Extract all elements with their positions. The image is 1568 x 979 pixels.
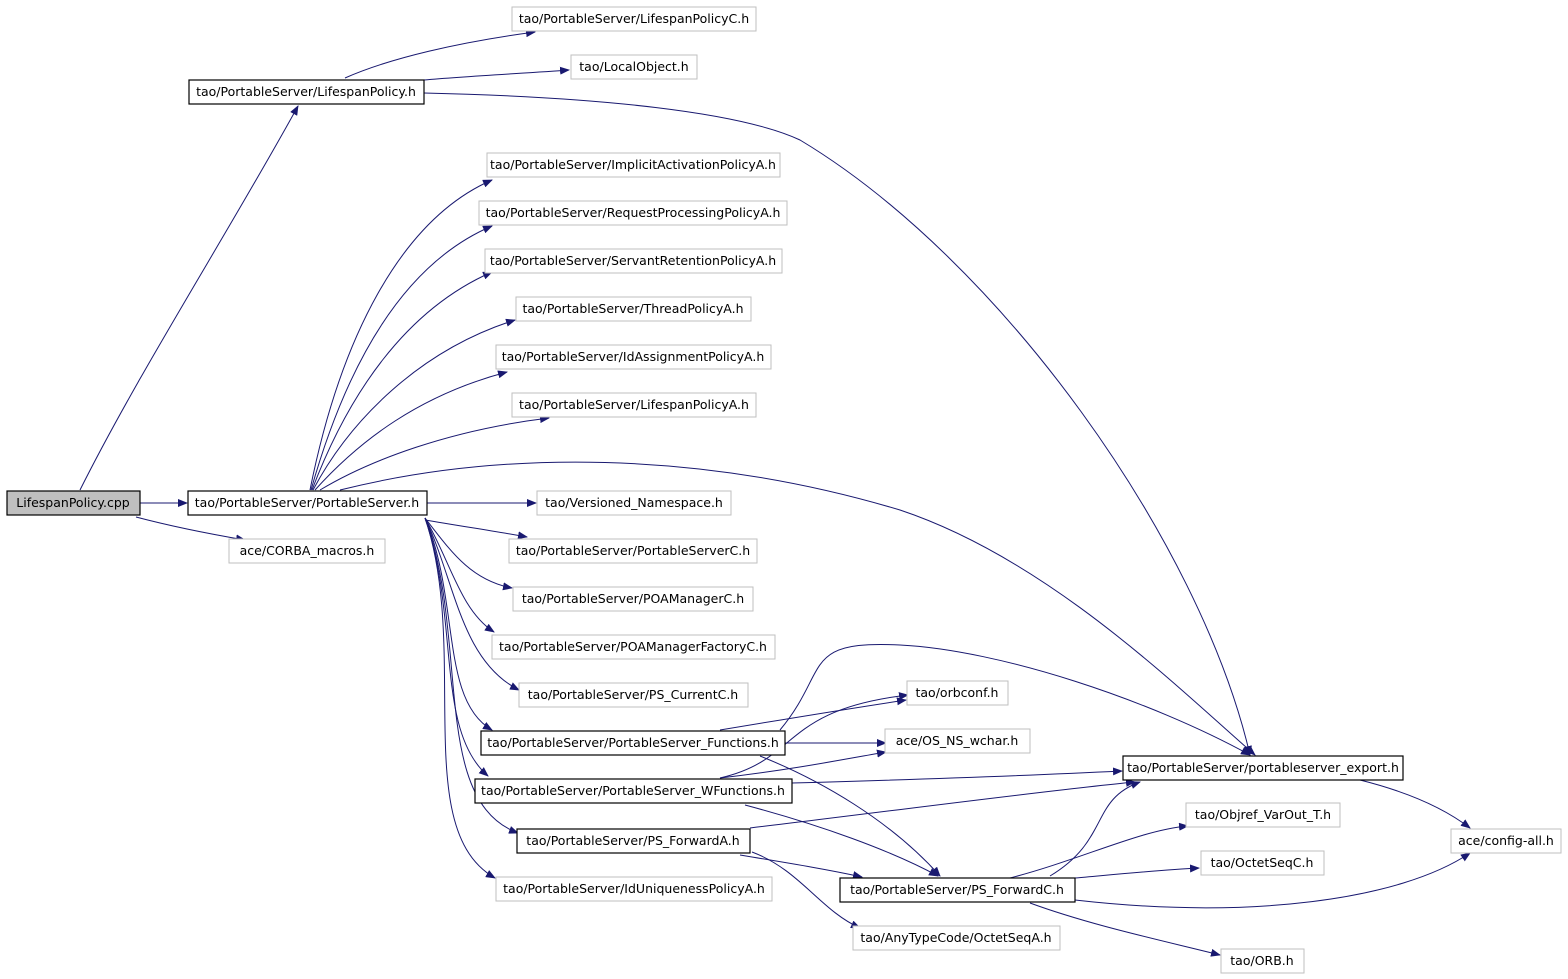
node-ps-current[interactable]: tao/PortableServer/PS_CurrentC.h [518,682,749,708]
node-any-typecode-octet[interactable]: tao/AnyTypeCode/OctetSeqA.h [852,925,1061,951]
node-label: tao/PortableServer/ServantRetentionPolic… [490,253,776,268]
node-portable-server-h[interactable]: tao/PortableServer/PortableServer.h [187,490,428,516]
node-implicit-activation[interactable]: tao/PortableServer/ImplicitActivationPol… [486,152,781,178]
node-orbconf[interactable]: tao/orbconf.h [906,680,1009,706]
edge-ps-to-implicit [309,179,493,491]
node-orb[interactable]: tao/ORB.h [1220,948,1305,974]
node-label: tao/PortableServer/PS_ForwardC.h [850,882,1064,897]
node-label: tao/PortableServer/LifespanPolicyA.h [519,397,749,412]
node-versioned-namespace[interactable]: tao/Versioned_Namespace.h [536,490,732,516]
node-servant-retention[interactable]: tao/PortableServer/ServantRetentionPolic… [484,248,783,274]
edge-ps-to-servant [311,271,493,491]
node-label: tao/PortableServer/PortableServer_Functi… [487,735,779,750]
node-label: ace/CORBA_macros.h [240,543,375,558]
edge-functions-to-forward-c [759,755,941,877]
node-label: tao/AnyTypeCode/OctetSeqA.h [860,930,1051,945]
edge-ps-to-forward-a [424,517,519,834]
node-label: tao/PortableServer/POAManagerC.h [522,591,744,606]
node-request-processing[interactable]: tao/PortableServer/RequestProcessingPoli… [478,200,788,226]
edge-forward-a-to-export [749,778,1136,829]
node-corba-macros[interactable]: ace/CORBA_macros.h [228,538,386,564]
node-local-object[interactable]: tao/LocalObject.h [570,54,698,80]
node-portable-server-c[interactable]: tao/PortableServer/PortableServerC.h [508,538,758,564]
node-label: tao/PortableServer/IdUniquenessPolicyA.h [503,881,765,896]
node-id-assignment[interactable]: tao/PortableServer/IdAssignmentPolicyA.h [495,344,772,370]
node-ps-forward-c[interactable]: tao/PortableServer/PS_ForwardC.h [839,877,1076,903]
node-label: tao/orbconf.h [916,685,999,700]
edge-forward-c-to-config [1074,852,1471,909]
edges [79,29,1471,957]
edge-forward-c-to-orb [1029,902,1221,957]
node-ps-functions[interactable]: tao/PortableServer/PortableServer_Functi… [480,730,786,756]
node-label: tao/PortableServer/PS_CurrentC.h [528,687,738,702]
node-poa-manager-factory[interactable]: tao/PortableServer/POAManagerFactoryC.h [491,634,776,660]
edge-root-to-corba-macros [135,516,246,543]
node-label: tao/PortableServer/IdAssignmentPolicyA.h [502,349,765,364]
nodes: LifespanPolicy.cpp tao/PortableServer/Li… [6,6,1562,974]
edge-forward-c-to-octet-seq [1074,864,1200,879]
node-label: tao/PortableServer/ImplicitActivationPol… [490,157,776,172]
node-label: tao/PortableServer/ThreadPolicyA.h [522,301,743,316]
edge-functions-to-export [779,643,1251,756]
node-label: tao/Objref_VarOut_T.h [1195,807,1331,822]
node-objref-varout[interactable]: tao/Objref_VarOut_T.h [1185,802,1341,828]
node-label: LifespanPolicy.cpp [16,495,130,510]
node-label: tao/ORB.h [1230,953,1293,968]
edge-ps-to-request [310,225,493,491]
edge-ps-to-lifespan-a [319,415,550,491]
node-label: tao/LocalObject.h [579,59,688,74]
edge-functions-to-orbconf [719,697,907,731]
edge-ps-to-poa-factory [424,517,495,633]
node-config-all[interactable]: ace/config-all.h [1450,828,1562,854]
node-label: ace/config-all.h [1458,833,1554,848]
edge-ps-to-export [339,461,1256,756]
node-label: tao/Versioned_Namespace.h [545,495,723,510]
edge-wfunctions-to-forward-c [744,804,939,877]
edge-root-to-lifespan-policy-h [79,105,299,491]
node-label: ace/OS_NS_wchar.h [896,733,1019,748]
edge-ps-to-poa-manager [424,517,513,591]
node-label: tao/PortableServer/portableserver_export… [1127,760,1399,775]
edge-forward-a-to-any-typecode [751,851,861,929]
node-label: tao/PortableServer/PortableServerC.h [516,543,750,558]
node-ps-forward-a[interactable]: tao/PortableServer/PS_ForwardA.h [516,828,751,854]
node-lifespan-policy-c[interactable]: tao/PortableServer/LifespanPolicyC.h [511,6,757,32]
node-ps-wfunctions[interactable]: tao/PortableServer/PortableServer_WFunct… [474,778,793,804]
node-label: tao/PortableServer/PortableServer.h [195,495,419,510]
node-portableserver-export[interactable]: tao/PortableServer/portableserver_export… [1122,755,1404,781]
edge-lifespan-to-local-object [423,66,570,81]
node-label: tao/PortableServer/POAManagerFactoryC.h [499,639,767,654]
edge-ps-to-functions [424,517,493,731]
edge-forward-c-to-export [1049,781,1141,877]
edge-forward-a-to-forward-c [739,854,863,879]
node-os-ns-wchar[interactable]: ace/OS_NS_wchar.h [884,728,1031,754]
node-thread-policy[interactable]: tao/PortableServer/ThreadPolicyA.h [515,296,752,322]
node-id-uniqueness[interactable]: tao/PortableServer/IdUniquenessPolicyA.h [495,876,773,902]
edge-lifespan-to-lifespan-c [344,29,536,79]
edge-ps-to-id-assignment [314,370,508,491]
edge-ps-to-id-uniqueness [424,517,496,879]
edge-wfunctions-to-export [791,767,1123,784]
node-poa-manager-c[interactable]: tao/PortableServer/POAManagerC.h [512,586,754,612]
edge-ps-to-ps-current [424,517,520,691]
edge-wfunctions-to-wchar [719,749,887,779]
edge-lifespan-to-export [423,92,1252,756]
node-label: tao/PortableServer/LifespanPolicy.h [196,84,416,99]
node-lifespan-policy-h[interactable]: tao/PortableServer/LifespanPolicy.h [188,79,425,105]
node-root[interactable]: LifespanPolicy.cpp [6,490,141,516]
edge-ps-to-ps-c [424,519,528,540]
node-label: tao/OctetSeqC.h [1211,855,1314,870]
node-label: tao/PortableServer/PortableServer_WFunct… [481,783,785,798]
node-octet-seq-c[interactable]: tao/OctetSeqC.h [1200,850,1325,876]
node-lifespan-policy-a[interactable]: tao/PortableServer/LifespanPolicyA.h [511,392,757,418]
node-label: tao/PortableServer/RequestProcessingPoli… [486,205,781,220]
node-label: tao/PortableServer/PS_ForwardA.h [526,833,739,848]
edge-forward-c-to-objref [1009,822,1189,879]
node-label: tao/PortableServer/LifespanPolicyC.h [519,11,749,26]
edge-export-to-config [1359,779,1471,829]
edge-wfunctions-to-orbconf [719,692,909,779]
edge-ps-to-thread [312,318,516,491]
